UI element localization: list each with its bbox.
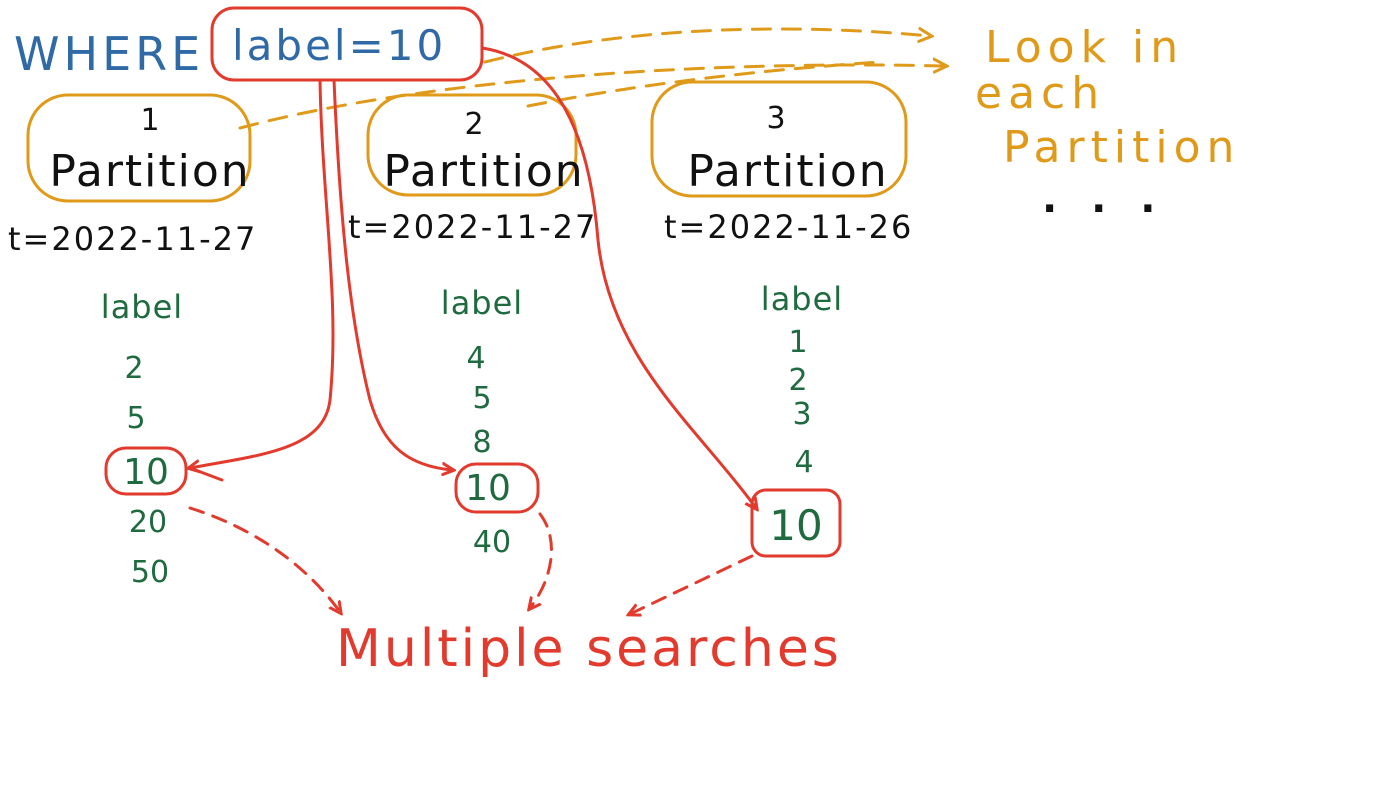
partition-3-outline bbox=[650, 80, 908, 198]
partition-3-match: 10 bbox=[769, 501, 822, 550]
partition-2-timestamp: t=2022-11-27 bbox=[348, 208, 597, 246]
partition-1-match: 10 bbox=[123, 452, 169, 493]
partition-1-timestamp: t=2022-11-27 bbox=[8, 220, 257, 258]
search-path-partition-1-tick bbox=[188, 466, 224, 482]
partition-2-column-label: label bbox=[441, 284, 523, 322]
note: Look in each Partition . . . bbox=[975, 22, 1240, 222]
note-line-3: Partition bbox=[1003, 122, 1240, 173]
partition-1-value: 2 bbox=[124, 351, 143, 386]
search-path-partition-2 bbox=[332, 78, 452, 470]
note-ellipsis: . . . bbox=[1042, 176, 1165, 222]
partition-2-value: 40 bbox=[473, 525, 511, 560]
note-line-2: each bbox=[975, 68, 1105, 119]
note-arrow-lower bbox=[238, 65, 945, 130]
note-line-1: Look in bbox=[985, 22, 1184, 73]
partition-3-value: 4 bbox=[794, 445, 813, 480]
partition-2-match-box bbox=[454, 462, 540, 514]
note-arrow-upper bbox=[483, 29, 930, 64]
where-keyword: WHERE bbox=[14, 27, 204, 81]
partition-3-value: 2 bbox=[788, 363, 807, 398]
result-label: Multiple searches bbox=[336, 619, 842, 679]
partition-1-value: 20 bbox=[129, 505, 167, 540]
partition-2-title: Partition bbox=[383, 146, 584, 197]
query-condition: label=10 bbox=[232, 21, 446, 70]
partition-2-number: 2 bbox=[464, 107, 483, 142]
partition-1-outline bbox=[26, 93, 252, 203]
partition-3-value: 3 bbox=[792, 397, 811, 432]
result-arrow-3 bbox=[630, 554, 754, 614]
note-arrow-middle bbox=[526, 60, 882, 108]
result-arrow-1 bbox=[188, 506, 340, 612]
search-path-partition-1 bbox=[190, 78, 335, 468]
partition-1-column-label: label bbox=[101, 288, 183, 326]
partition-3: 3 Partition t=2022-11-26 label 1 2 3 4 1… bbox=[650, 80, 913, 558]
search-path-partition-3 bbox=[480, 46, 756, 508]
partition-1-value: 50 bbox=[131, 555, 169, 590]
partition-2-outline bbox=[366, 93, 578, 197]
partition-3-timestamp: t=2022-11-26 bbox=[664, 208, 913, 246]
partition-3-column-label: label bbox=[761, 280, 843, 318]
partition-3-value: 1 bbox=[788, 325, 807, 360]
partition-2-value: 5 bbox=[472, 381, 491, 416]
partition-3-title: Partition bbox=[687, 146, 888, 197]
partition-2-value: 4 bbox=[466, 341, 485, 376]
partition-3-number: 3 bbox=[766, 101, 785, 136]
partition-1-title: Partition bbox=[49, 146, 250, 197]
partition-1-number: 1 bbox=[140, 103, 159, 138]
partition-1: 1 Partition t=2022-11-27 label 2 5 10 20… bbox=[8, 93, 257, 590]
partition-2-value: 8 bbox=[472, 425, 491, 460]
partition-1-value: 5 bbox=[126, 401, 145, 436]
partition-3-match-box bbox=[750, 488, 842, 558]
query-condition-box bbox=[210, 6, 484, 82]
result-arrow-2 bbox=[530, 512, 553, 608]
partition-2: 2 Partition t=2022-11-27 label 4 5 8 10 … bbox=[348, 93, 597, 560]
partition-2-match: 10 bbox=[465, 468, 511, 509]
